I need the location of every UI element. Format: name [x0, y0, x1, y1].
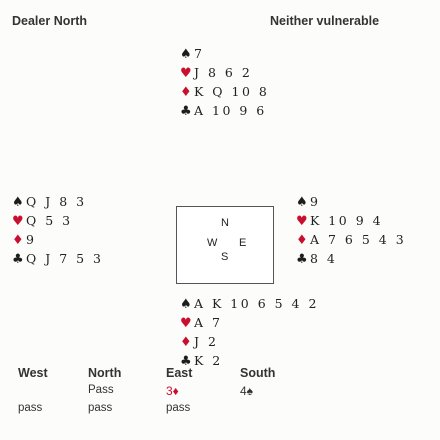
north-hearts: J 8 6 2: [194, 65, 253, 80]
west-clubs-row: ♣Q J 7 5 3: [12, 249, 104, 268]
spade-icon: ♠: [180, 47, 192, 62]
west-diamonds: 9: [26, 232, 37, 247]
east-hand: ♠9 ♥K 10 9 4 ♦A 7 6 5 4 3 ♣8 4: [296, 192, 406, 268]
compass-south: S: [221, 251, 229, 263]
north-clubs: A 10 9 6: [194, 103, 267, 118]
club-icon: ♣: [12, 252, 24, 267]
north-hand: ♠7 ♥J 8 6 2 ♦K Q 10 8 ♣A 10 9 6: [180, 44, 269, 120]
west-hearts-row: ♥Q 5 3: [12, 211, 104, 230]
auction-bid: Pass: [88, 384, 114, 396]
auction-bid: pass: [166, 402, 191, 414]
west-hand: ♠Q J 8 3 ♥Q 5 3 ♦9 ♣Q J 7 5 3: [12, 192, 104, 268]
compass-box: N W E S: [176, 206, 274, 284]
auction-bid: 3♦: [166, 384, 179, 398]
east-spades: 9: [310, 194, 321, 209]
north-spades-row: ♠7: [180, 44, 269, 63]
auction-header-east: East: [166, 366, 193, 380]
west-spades: Q J 8 3: [26, 194, 87, 209]
auction-bid: pass: [88, 402, 113, 414]
south-clubs: K 2: [194, 353, 223, 368]
south-hand: ♠A K 10 6 5 4 2 ♥A 7 ♦J 2 ♣K 2: [180, 294, 319, 370]
south-hearts: A 7: [194, 315, 223, 330]
diamond-icon: ♦: [180, 335, 192, 350]
dealer-label: Dealer North: [12, 14, 88, 28]
club-icon: ♣: [180, 354, 192, 369]
heart-icon: ♥: [180, 66, 192, 81]
south-diamonds: J 2: [194, 334, 219, 349]
south-diamonds-row: ♦J 2: [180, 332, 319, 351]
east-hearts-row: ♥K 10 9 4: [296, 211, 406, 230]
south-clubs-row: ♣K 2: [180, 351, 319, 370]
north-diamonds-row: ♦K Q 10 8: [180, 82, 269, 101]
compass-west: W: [207, 237, 218, 249]
east-clubs: 8 4: [310, 251, 338, 266]
north-diamonds: K Q 10 8: [194, 84, 270, 99]
club-icon: ♣: [180, 104, 192, 119]
club-icon: ♣: [296, 252, 308, 267]
west-diamonds-row: ♦9: [12, 230, 104, 249]
north-hearts-row: ♥J 8 6 2: [180, 63, 269, 82]
south-spades: A K 10 6 5 4 2: [194, 296, 319, 311]
west-spades-row: ♠Q J 8 3: [12, 192, 104, 211]
north-clubs-row: ♣A 10 9 6: [180, 101, 269, 120]
west-clubs: Q J 7 5 3: [26, 251, 104, 266]
south-hearts-row: ♥A 7: [180, 313, 319, 332]
north-spades: 7: [194, 46, 205, 61]
east-clubs-row: ♣8 4: [296, 249, 406, 268]
compass-east: E: [239, 237, 247, 249]
auction-bid: 4♠: [240, 384, 254, 398]
spade-icon: ♠: [180, 297, 192, 312]
diamond-icon: ♦: [180, 85, 192, 100]
auction-bid: pass: [18, 402, 43, 414]
east-diamonds-row: ♦A 7 6 5 4 3: [296, 230, 406, 249]
south-spades-row: ♠A K 10 6 5 4 2: [180, 294, 319, 313]
east-hearts: K 10 9 4: [310, 213, 384, 228]
vulnerability-label: Neither vulnerable: [270, 14, 380, 28]
spade-icon: ♠: [12, 195, 24, 210]
heart-icon: ♥: [12, 214, 24, 229]
heart-icon: ♥: [180, 316, 192, 331]
diamond-icon: ♦: [12, 233, 24, 248]
spade-icon: ♠: [296, 195, 308, 210]
auction-header-west: West: [18, 366, 48, 380]
diamond-icon: ♦: [296, 233, 308, 248]
east-spades-row: ♠9: [296, 192, 406, 211]
compass-north: N: [221, 217, 229, 229]
heart-icon: ♥: [296, 214, 308, 229]
auction-header-north: North: [88, 366, 122, 380]
west-hearts: Q 5 3: [26, 213, 73, 228]
east-diamonds: A 7 6 5 4 3: [310, 232, 407, 247]
auction-header-south: South: [240, 366, 276, 380]
